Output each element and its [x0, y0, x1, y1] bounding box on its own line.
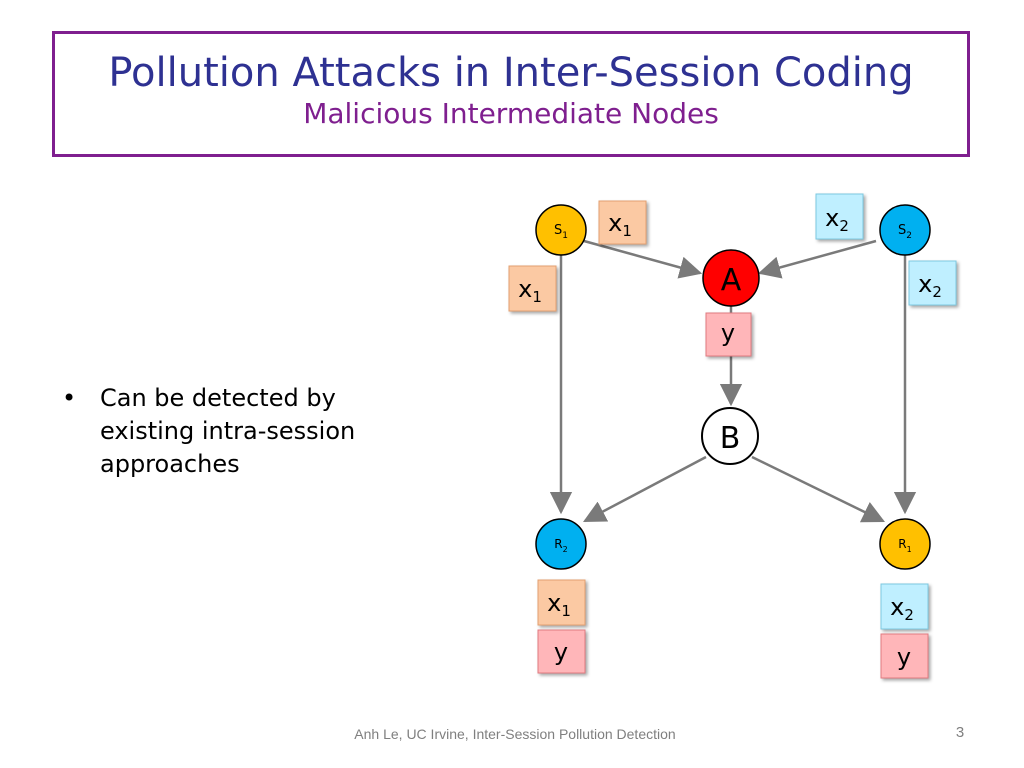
node-r2: R2	[535, 518, 587, 570]
packet-x1-left: x1	[508, 265, 557, 312]
node-r1: R1	[879, 518, 931, 570]
bullet-line-1: Can be detected by	[100, 384, 336, 412]
node-a: A	[702, 249, 760, 307]
packet-x2-r1: x2	[880, 583, 929, 630]
node-s2-sub: 2	[906, 231, 912, 241]
svg-text:x2: x2	[825, 204, 849, 235]
svg-text:y: y	[721, 319, 735, 347]
svg-text:S1: S1	[554, 223, 568, 241]
page-number: 3	[955, 724, 965, 741]
edge-s2-a	[757, 239, 877, 279]
slide-footer: Anh Le, UC Irvine, Inter-Session Polluti…	[354, 726, 676, 742]
svg-text:x1: x1	[518, 275, 542, 306]
title-box: Pollution Attacks in Inter-Session Codin…	[52, 31, 970, 157]
svg-text:x1: x1	[608, 209, 632, 240]
packet-y-r1: y	[880, 633, 929, 679]
packet-y-mid: y	[705, 312, 752, 357]
bullet-dot: •	[62, 384, 77, 412]
svg-text:x2: x2	[918, 270, 942, 301]
bullet-text: Can be detected by existing intra-sessio…	[100, 382, 355, 481]
node-b-label: B	[720, 421, 741, 456]
svg-text:R1: R1	[898, 537, 911, 554]
bullet-line-2: existing intra-session	[100, 417, 356, 445]
node-r1-label: R	[898, 537, 906, 551]
edge-b-r2	[583, 455, 707, 523]
svg-text:S2: S2	[898, 223, 912, 241]
svg-text:R2: R2	[554, 537, 567, 554]
packet-x2-right: x2	[908, 260, 957, 306]
svg-text:y: y	[897, 643, 911, 671]
packet-y-r2: y	[537, 629, 586, 674]
packet-x1-r2: x1	[537, 579, 586, 626]
node-r1-sub: 1	[907, 545, 912, 554]
packet-x2-top: x2	[815, 193, 864, 240]
slide-subtitle: Malicious Intermediate Nodes	[303, 97, 719, 130]
node-s2: S2	[879, 204, 931, 256]
bullet-item: • Can be detected by existing intra-sess…	[62, 382, 402, 481]
slide-title: Pollution Attacks in Inter-Session Codin…	[108, 50, 914, 96]
edge-b-r1	[751, 455, 886, 523]
node-s1-sub: 1	[562, 231, 568, 241]
node-b: B	[701, 407, 759, 465]
bullet-line-3: approaches	[100, 450, 240, 478]
node-s2-label: S	[898, 223, 906, 238]
edge-s1-a	[583, 239, 703, 279]
svg-text:y: y	[554, 638, 568, 666]
node-r2-sub: 2	[563, 545, 568, 554]
node-s1-label: S	[554, 223, 562, 238]
node-r2-label: R	[554, 537, 562, 551]
svg-text:x2: x2	[890, 593, 914, 624]
node-s1: S1	[535, 204, 587, 256]
node-a-label: A	[721, 263, 742, 298]
svg-text:x1: x1	[547, 589, 571, 620]
packet-x1-top: x1	[598, 200, 647, 245]
